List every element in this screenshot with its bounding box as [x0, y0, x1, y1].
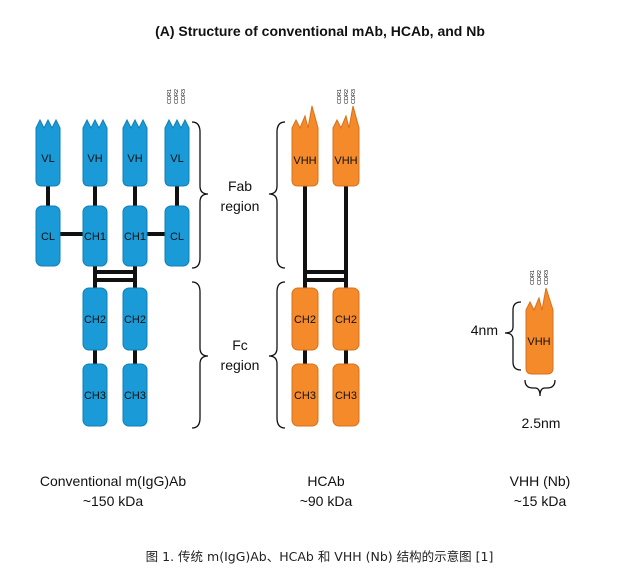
mab-vl-right-domain [164, 118, 190, 187]
mab-cl-right-domain [164, 205, 190, 267]
mab-ch3-right-label: CH3 [124, 390, 146, 402]
mab-ch1-right-domain [122, 205, 148, 267]
mab-mid-label-3: CH1 [124, 231, 146, 243]
figure-title: (A) Structure of conventional mAb, HCAb,… [155, 23, 485, 39]
nb-cdr3-label: CDR3 [544, 270, 550, 285]
fab-region-label-line1: Fab [228, 178, 252, 194]
fc-region-label-line2: region [221, 357, 260, 373]
nb-height-label: 4nm [471, 322, 498, 338]
mab-mid-label-1: CL [41, 231, 55, 243]
nb-cdr1-label: CDR1 [530, 270, 536, 285]
mab-vl-left-domain [35, 118, 61, 187]
fab-region-label-line2: region [221, 198, 260, 214]
mab-top-label-1: VL [41, 153, 54, 165]
fab-region-bracket-left [191, 121, 209, 269]
hcab-weight: ~90 kDa [300, 493, 353, 509]
nb-vhh-label: VHH [527, 336, 550, 348]
hcab-vhh-left-domain [291, 105, 319, 187]
mab-mid-label-2: CH1 [84, 231, 106, 243]
nb-weight: ~15 kDa [514, 493, 567, 509]
hcab-ch3-right-domain [332, 363, 360, 427]
mab-vh-right-domain [122, 118, 148, 187]
nb-height-bracket [504, 301, 522, 371]
mab-ch2-right-label: CH2 [124, 314, 146, 326]
mab-ch3-right-domain [122, 363, 148, 427]
fc-region-bracket-left [191, 281, 209, 429]
mab-cdr1-label: CDR1 [167, 89, 173, 104]
mab-cdr3-label: CDR3 [181, 89, 187, 104]
conventional-mab: VL VH VH VL CDR1 CDR2 CDR3 CL CH1 CH1 CL… [35, 89, 190, 509]
region-brackets: Fab region Fc region [191, 121, 286, 429]
hcab-ch3-right-label: CH3 [335, 390, 357, 402]
hcab: VHH VHH CDR1 CDR2 CDR3 CH2 CH2 CH3 CH3 H… [291, 89, 360, 509]
hcab-cdr3-label: CDR3 [351, 89, 357, 104]
hcab-ch2-right-domain [332, 287, 360, 351]
hcab-name: HCAb [307, 473, 345, 489]
mab-weight: ~150 kDa [83, 493, 144, 509]
mab-name: Conventional m(IgG)Ab [40, 473, 187, 489]
nanobody: VHH CDR1 CDR2 CDR3 4nm 2.5nm VHH (Nb) ~1… [471, 270, 571, 509]
nb-vhh-domain [525, 287, 554, 375]
nb-width-label: 2.5nm [522, 415, 561, 431]
mab-vh-left-domain [82, 118, 108, 187]
mab-ch1-left-domain [82, 205, 108, 267]
mab-ch2-left-domain [82, 287, 108, 351]
mab-top-label-4: VL [170, 153, 183, 165]
hcab-ch2-left-label: CH2 [294, 314, 316, 326]
hcab-vhh-right-domain [332, 105, 360, 187]
nb-width-bracket [524, 379, 556, 397]
hcab-cdr1-label: CDR1 [337, 89, 343, 104]
hcab-cdr2-label: CDR2 [344, 89, 350, 104]
hcab-ch3-left-domain [291, 363, 319, 427]
mab-cl-left-domain [35, 205, 61, 267]
mab-ch2-right-domain [122, 287, 148, 351]
mab-top-label-3: VH [127, 153, 142, 165]
mab-ch2-left-label: CH2 [84, 314, 106, 326]
hcab-vhh-right-label: VHH [334, 155, 357, 167]
mab-top-label-2: VH [87, 153, 102, 165]
fc-region-label-line1: Fc [232, 337, 248, 353]
mab-ch3-left-label: CH3 [84, 390, 106, 402]
mab-mid-label-4: CL [170, 231, 184, 243]
hcab-ch3-left-label: CH3 [294, 390, 316, 402]
hcab-vhh-left-label: VHH [293, 155, 316, 167]
hcab-ch2-left-domain [291, 287, 319, 351]
antibody-structure-diagram: (A) Structure of conventional mAb, HCAb,… [35, 23, 571, 509]
nb-cdr2-label: CDR2 [537, 270, 543, 285]
fc-region-bracket-right [268, 281, 286, 429]
fab-region-bracket-right [268, 121, 286, 269]
mab-cdr2-label: CDR2 [174, 89, 180, 104]
figure-caption: 图 1. 传统 m(IgG)Ab、HCAb 和 VHH (Nb) 结构的示意图 … [145, 549, 494, 564]
nb-name: VHH (Nb) [510, 473, 571, 489]
hcab-ch2-right-label: CH2 [335, 314, 357, 326]
mab-ch3-left-domain [82, 363, 108, 427]
